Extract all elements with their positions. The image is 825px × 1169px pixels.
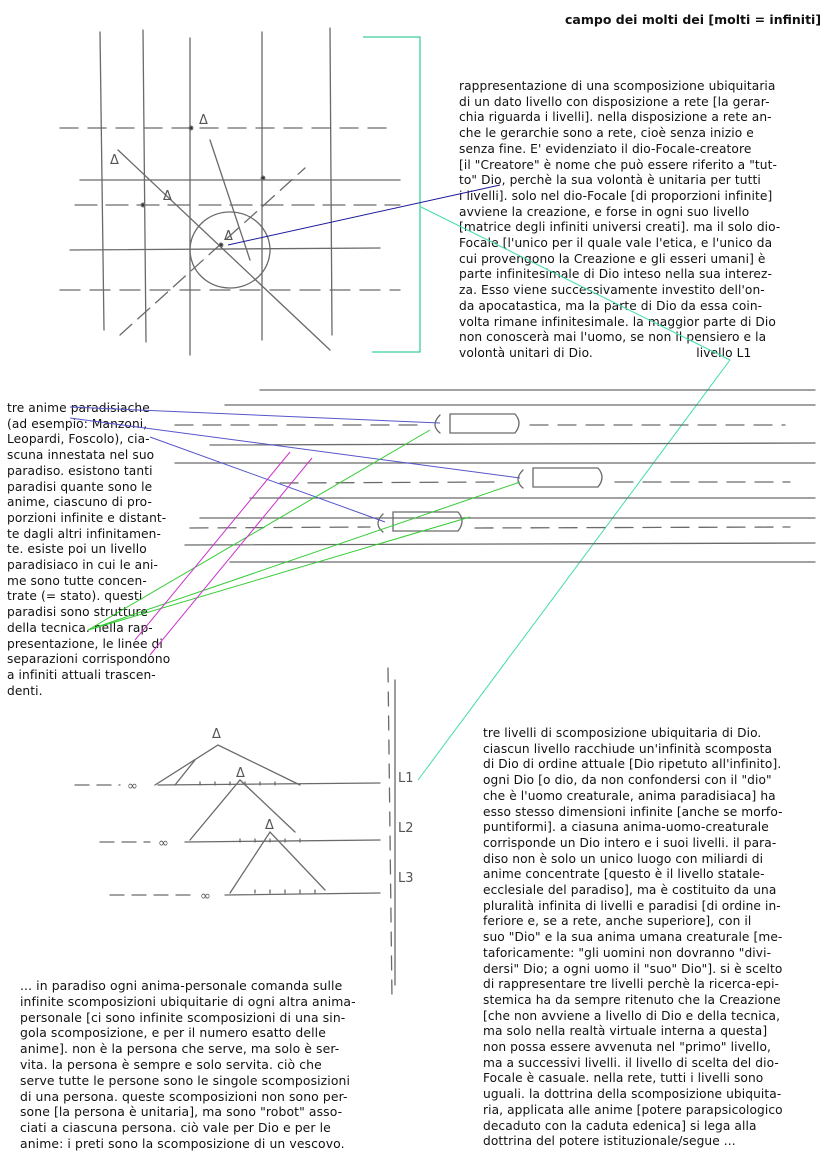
delta-symbol: Δ [236, 766, 245, 781]
connector-line [227, 184, 501, 246]
text-block-persons: ... in paradiso ogni anima-personale com… [20, 978, 356, 1151]
soul-connectors [69, 406, 521, 656]
delta-symbol: Δ [199, 113, 208, 128]
delta-symbol: Δ [265, 818, 274, 833]
level-label-l1: L1 [398, 771, 414, 786]
delta-symbol: Δ [110, 153, 119, 168]
level-label-l2: L2 [398, 821, 414, 836]
infinity-symbol: ∞ [127, 779, 138, 794]
bracket-line [363, 36, 421, 353]
text-block-levels: tre livelli di scomposizione ubiquitaria… [483, 726, 783, 1149]
delta-symbol: Δ [212, 727, 221, 742]
text-block-souls: tre anime paradisiache (ad esempio: Manz… [7, 401, 171, 698]
delta-symbol: Δ [224, 229, 233, 244]
page-title: campo dei molti dei [molti = infiniti] [565, 12, 822, 27]
network-grid-diagram [59, 27, 401, 356]
infinity-symbol: ∞ [158, 836, 169, 851]
connector-line [417, 359, 731, 781]
levels-diagram [74, 667, 396, 1001]
paradise-lines-diagram [174, 389, 816, 563]
level-label-l3: L3 [398, 871, 414, 886]
text-block-network: rappresentazione di una scomposizione ub… [459, 79, 781, 360]
connector-line [420, 206, 731, 361]
infinity-symbol: ∞ [200, 889, 211, 904]
delta-symbol: Δ [163, 189, 172, 204]
